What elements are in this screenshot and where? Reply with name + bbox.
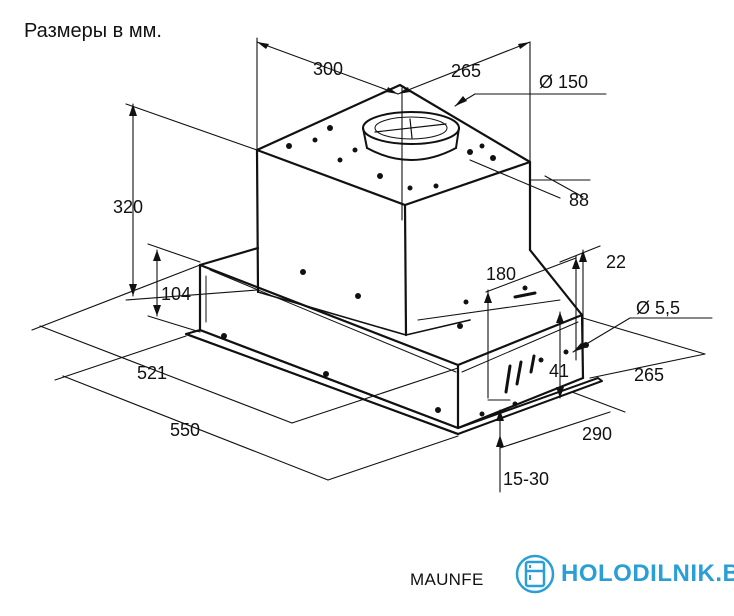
dim-15-30: 15-30 [503, 469, 549, 489]
brand-logo: HOLODILNIK.BY [515, 552, 734, 596]
dim-104: 104 [161, 284, 191, 304]
exhaust-collar [362, 111, 460, 161]
dim-5-5: Ø 5,5 [636, 298, 680, 318]
dim-180: 180 [486, 264, 516, 284]
mounting-holes [221, 125, 589, 417]
fridge-icon [515, 554, 555, 594]
arrowheads [129, 42, 587, 447]
dim-300: 300 [313, 59, 343, 79]
side-slots [504, 291, 537, 394]
dim-41: 41 [549, 361, 569, 381]
dim-265-side: 265 [634, 365, 664, 385]
dim-290: 290 [582, 424, 612, 444]
dimension-labels: 300 265 Ø 150 88 320 104 180 22 Ø 5,5 52… [113, 59, 680, 489]
dim-550: 550 [170, 420, 200, 440]
dim-88: 88 [569, 190, 589, 210]
dim-320: 320 [113, 197, 143, 217]
dim-150: Ø 150 [539, 72, 588, 92]
bottom-frame [185, 329, 603, 435]
brand-name: HOLODILNIK.BY [561, 560, 734, 587]
dim-265-top: 265 [451, 61, 481, 81]
model-name: MAUNFE [410, 570, 484, 589]
dim-22: 22 [606, 252, 626, 272]
heading: Размеры в мм. [24, 20, 162, 42]
dim-521: 521 [137, 363, 167, 383]
